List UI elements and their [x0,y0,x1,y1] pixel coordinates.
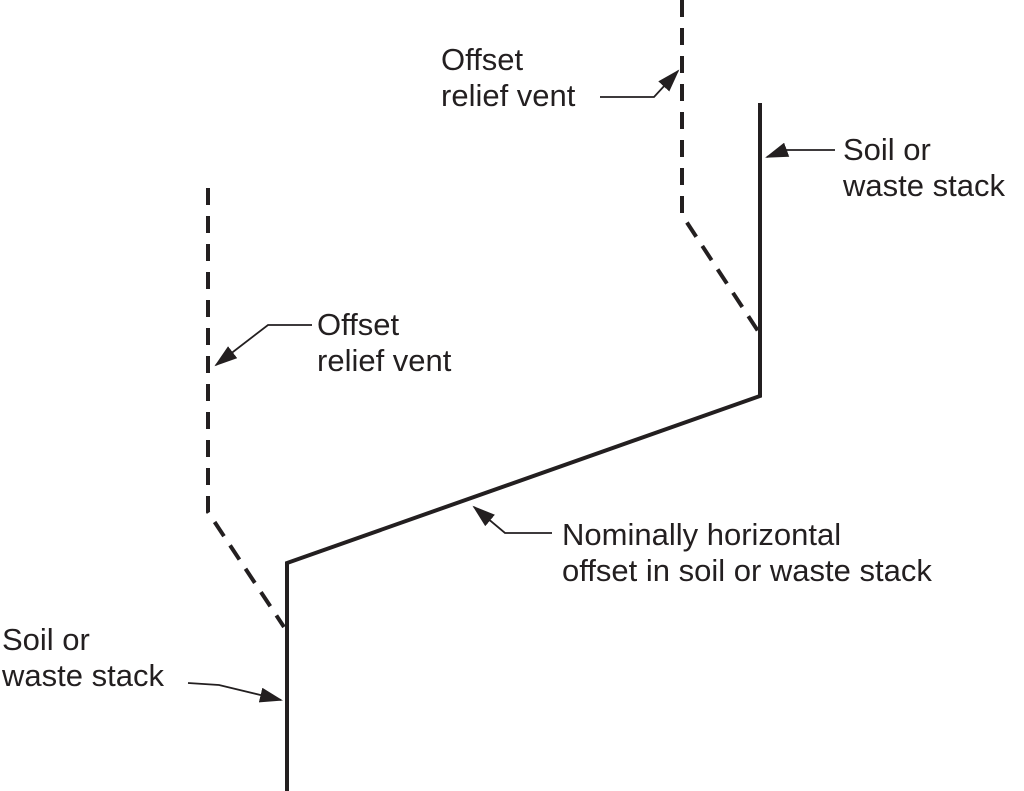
label-bottom-stack: Soil or waste stack [2,622,164,694]
label-bottom-stack-line2: waste stack [2,658,164,693]
label-bottom-stack-line1: Soil or [2,622,90,657]
label-left-relief-vent-line1: Offset [317,307,400,342]
label-top-relief-vent-line1: Offset [441,42,524,77]
upper-offset-relief-vent-line [680,0,760,333]
leader-offset-note [472,505,552,534]
label-left-relief-vent: Offset relief vent [317,307,451,379]
lower-offset-relief-vent-line [206,188,286,629]
label-offset-note-line1: Nominally horizontal [562,517,842,552]
leader-top-stack [765,142,835,158]
label-top-stack: Soil or waste stack [843,132,1005,204]
label-top-stack-line1: Soil or [843,132,931,167]
label-top-relief-vent-line2: relief vent [441,78,576,113]
label-top-relief-vent: Offset relief vent [441,42,575,114]
label-offset-note: Nominally horizontal offset in soil or w… [562,517,932,589]
leader-top-relief-vent [600,69,680,98]
label-offset-note-line2: offset in soil or waste stack [562,553,932,588]
leader-bottom-stack [187,682,283,703]
leader-left-relief-vent [214,324,312,367]
label-left-relief-vent-line2: relief vent [317,343,452,378]
soil-waste-stack-line [285,103,762,791]
label-top-stack-line2: waste stack [843,168,1005,203]
